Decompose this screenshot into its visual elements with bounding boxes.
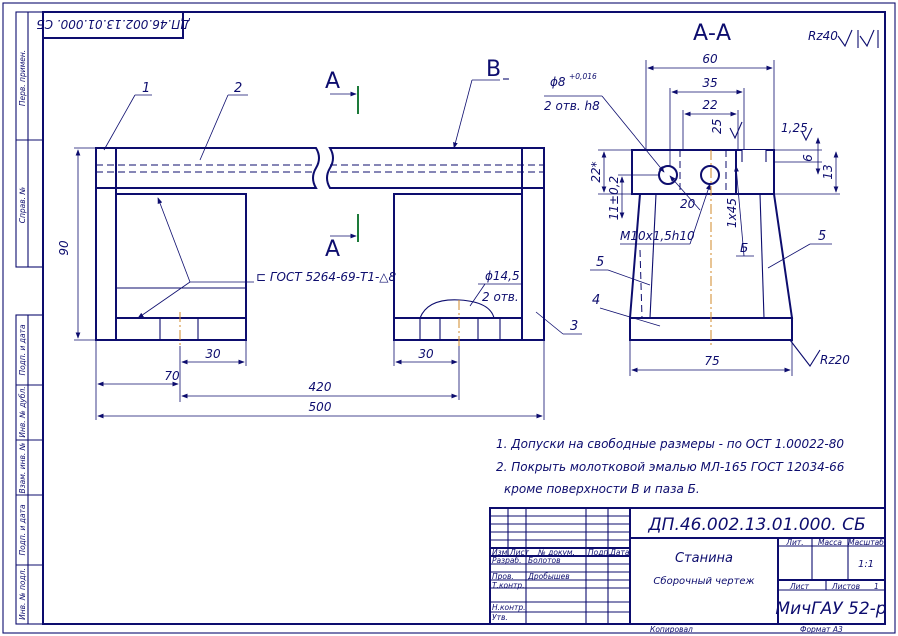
- dim-1-25: 1,25: [781, 121, 808, 135]
- side-label: Взам. инв. №: [18, 442, 27, 493]
- callout-3: 3: [570, 319, 578, 334]
- side-label: Подп. и дата: [18, 504, 27, 555]
- hdr-izm: Изм.: [492, 548, 510, 557]
- callout-2: 2: [234, 81, 242, 96]
- dim-35: 35: [702, 76, 717, 90]
- title-block: Изм. Лист № докум. Подп. Дата Разраб. Пр…: [489, 507, 887, 634]
- dim-25: 25: [710, 119, 724, 134]
- dim-60: 60: [702, 52, 718, 66]
- hole-dia: ϕ14,5: [485, 269, 520, 283]
- name-checker: Дробышев: [527, 572, 570, 581]
- sheet-label: Лист: [789, 582, 810, 591]
- view-a-bottom: А: [325, 237, 340, 262]
- rotated-code: ДП.46.002.13.01.000. СБ: [36, 17, 190, 31]
- format-label: Формат А3: [800, 625, 843, 634]
- name-developer: Болотов: [528, 556, 561, 565]
- role-developer: Разраб.: [492, 556, 521, 565]
- role-tcontrol: Т.контр.: [492, 581, 525, 590]
- dim-75: 75: [704, 354, 719, 368]
- view-a-top: А: [325, 69, 340, 94]
- dim-22: 22: [702, 98, 717, 112]
- dim-22-vertical: 22*: [589, 161, 603, 182]
- role-approve: Утв.: [492, 613, 508, 622]
- organization: МичГАУ 52-р: [775, 599, 886, 619]
- hdr-sign: Подп.: [588, 548, 611, 557]
- callout-5-right: 5: [818, 229, 826, 244]
- dim-20: 20: [680, 197, 696, 211]
- pin-holes: 2 отв. h8: [544, 99, 600, 113]
- scale-value: 1:1: [858, 559, 874, 570]
- section-a-a: А-А Rz40 60 35 22 25 1,25: [544, 21, 879, 376]
- dim-500: 500: [309, 400, 332, 414]
- hole-count: 2 отв.: [482, 290, 519, 304]
- hdr-doc: № докум.: [537, 548, 575, 557]
- thread-note: М10х1,5h10: [620, 229, 695, 243]
- callout-1: 1: [142, 81, 150, 96]
- dim-90: 90: [57, 240, 71, 256]
- callout-5-left: 5: [596, 255, 604, 270]
- dim-30-left: 30: [205, 347, 221, 361]
- view-b-label: В: [486, 57, 501, 82]
- pin-dia: ϕ8: [550, 75, 566, 89]
- left-margin-strip: Перв. примен. Справ. № Подп. и дата Инв.…: [15, 11, 44, 625]
- title-name: Станина: [675, 551, 733, 566]
- weld-note: ⊏ ГОСТ 5264-69-Т1-△8: [256, 270, 397, 284]
- technical-notes: 1. Допуски на свободные размеры - по ОСТ…: [496, 437, 845, 496]
- callout-4: 4: [592, 293, 600, 308]
- copied-label: Копировал: [650, 625, 693, 634]
- title-code: ДП.46.002.13.01.000. СБ: [647, 515, 865, 535]
- note-2: 2. Покрыть молотковой эмалью МЛ-165 ГОСТ…: [496, 460, 845, 474]
- col-scale: Масштаб: [848, 538, 884, 547]
- side-label: Справ. №: [18, 187, 27, 224]
- pin-tol: +0,016: [569, 72, 597, 81]
- hdr-date: Дата: [609, 548, 630, 557]
- side-label: Инв. № подл.: [18, 568, 27, 620]
- side-label: Инв. № дубл.: [18, 386, 27, 437]
- col-mass: Масса: [818, 538, 842, 547]
- sheets-value: 1: [874, 582, 879, 591]
- callout-b: Б: [740, 241, 748, 255]
- note-1: 1. Допуски на свободные размеры - по ОСТ…: [496, 437, 844, 451]
- dim-70: 70: [164, 369, 180, 383]
- dim-1x45: 1х45: [725, 198, 739, 228]
- sheets-label: Листов: [831, 582, 860, 591]
- role-checker: Пров.: [492, 572, 514, 581]
- roughness-bottom: Rz20: [820, 353, 850, 367]
- dim-30-right: 30: [418, 347, 434, 361]
- col-lit: Лит.: [785, 538, 803, 547]
- dim-13: 13: [821, 164, 835, 179]
- dim-6: 6: [801, 154, 815, 162]
- note-2-continued: кроме поверхности В и паза Б.: [504, 482, 700, 496]
- dim-11: 11±0,2: [607, 176, 621, 220]
- hdr-list: Лист: [509, 548, 530, 557]
- role-ncontrol: Н.контр.: [492, 603, 526, 612]
- section-title: А-А: [693, 21, 731, 46]
- side-label: Перв. примен.: [18, 50, 27, 106]
- roughness-top: Rz40: [808, 29, 838, 43]
- side-label: Подп. и дата: [18, 324, 27, 375]
- dim-420: 420: [309, 380, 332, 394]
- title-subtitle: Сборочный чертеж: [653, 575, 754, 587]
- front-view: 90 30 70 30 420 500 1 2 3 ⊏ Г: [57, 57, 582, 420]
